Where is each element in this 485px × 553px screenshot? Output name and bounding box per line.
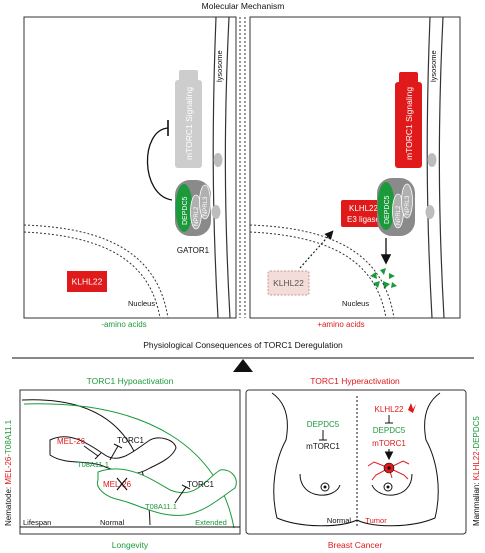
longevity-label: Longevity — [112, 540, 149, 550]
torc1-hyperactivation-title: TORC1 Hyperactivation — [310, 376, 400, 386]
klhl22-box — [267, 270, 310, 296]
depdc5-label: DEPDC5 — [182, 196, 189, 225]
klhl22-label: KLHL22 — [273, 278, 304, 288]
klhl22-label: KLHL22 — [72, 277, 103, 287]
normal-axis-label: Normal — [100, 518, 125, 527]
pointer-triangle — [233, 359, 253, 372]
nucleus-label: Nucleus — [342, 299, 369, 308]
tumor-mtorc1-label: mTORC1 — [372, 439, 406, 448]
mtorc1-signaling-box — [395, 82, 422, 168]
lysosome-label: lysosome — [429, 50, 438, 82]
tumor-klhl22-label: KLHL22 — [375, 405, 404, 414]
nematode-mel26: MEL-26 — [4, 456, 13, 485]
breast-cancer-label: Breast Cancer — [328, 540, 382, 550]
nprl3-label: NPRL3 — [405, 195, 411, 215]
nprl2-label: NPRL2 — [194, 206, 200, 226]
physiological-consequences-title: Physiological Consequences of TORC1 Dere… — [143, 340, 343, 350]
mtorc1-signaling-label: mTORC1 Signaling — [184, 87, 194, 160]
mtorc1-signaling-box — [175, 80, 202, 168]
lifespan-axis-label: Lifespan — [23, 518, 51, 527]
inhibition-arrow — [146, 127, 173, 201]
molecular-mechanism-title: Molecular Mechanism — [202, 1, 285, 11]
torc1-label-a: TORC1 — [117, 436, 145, 445]
nprl3-label: NPRL3 — [203, 196, 209, 216]
normal-label: Normal — [327, 516, 352, 525]
nematode-panel: MEL-26 T08A11.1 TORC1 MEL-26 T08A11.1 TO… — [19, 389, 241, 535]
depdc5-node — [377, 182, 395, 230]
nematode-prefix: Nematode: — [4, 485, 13, 526]
membrane-protein — [427, 153, 437, 167]
klhl22-e3-line2: E3 ligase — [347, 215, 380, 224]
t08a11-label-a: T08A11.1 — [77, 460, 109, 469]
depdc5-node — [175, 184, 193, 232]
minus-amino-acids-label: -amino acids — [101, 320, 146, 329]
lysosome-label: lysosome — [215, 50, 224, 82]
nucleus-label: Nucleus — [128, 299, 155, 308]
klhl22-box — [67, 271, 107, 292]
left-cell-panel: lysosome mTORC1 Signaling DEPDC5 NPRL2 N… — [23, 16, 237, 319]
klhl22-e3-line1: KLHL22 — [349, 204, 378, 213]
nucleus-membrane — [23, 224, 169, 319]
nprl2-label: NPRL2 — [396, 205, 402, 225]
right-cell-panel: lysosome mTORC1 Signaling KLHL22 E3 liga… — [249, 16, 461, 319]
mammalian-side-label: Mammalian: KLHL22-DEPDC5 — [472, 416, 481, 526]
nucleus-membrane — [249, 224, 395, 319]
membrane-protein — [425, 205, 435, 219]
nprl3-node — [199, 184, 211, 220]
torc1-hypoactivation-title: TORC1 Hypoactivation — [87, 376, 174, 386]
mel26-label-a: MEL-26 — [57, 437, 86, 446]
translocation-arrow — [299, 230, 334, 269]
upregulation-arrow — [408, 403, 416, 413]
t08a11-label-b: T08A11.1 — [145, 502, 177, 511]
klhl22-e3-ligase-box — [341, 200, 386, 227]
depdc5-label: DEPDC5 — [384, 195, 391, 224]
plus-amino-acids-label: +amino acids — [317, 320, 364, 329]
nematode-t08: -T08A11.1 — [4, 419, 13, 456]
mel26-label-b: MEL-26 — [103, 480, 132, 489]
normal-mtorc1-label: mTORC1 — [306, 442, 340, 451]
normal-depdc5-label: DEPDC5 — [307, 420, 340, 429]
gator1-label: GATOR1 — [177, 246, 210, 255]
mtorc1-signaling-label: mTORC1 Signaling — [404, 87, 414, 160]
mammalian-klhl22: KLHL22 — [472, 451, 481, 480]
extended-axis-label: Extended — [195, 518, 227, 527]
torc1-label-b: TORC1 — [187, 480, 215, 489]
membrane-protein — [211, 205, 221, 219]
mammalian-prefix: Mammalian: — [472, 480, 481, 526]
mammalian-panel: DEPDC5 mTORC1 KLHL22 DEPDC5 mTORC1 Norma… — [245, 389, 467, 535]
tumor-label: Tumor — [365, 516, 387, 525]
nematode-side-label: Nematode: MEL-26-T08A11.1 — [4, 419, 13, 526]
nprl3-node — [401, 183, 413, 219]
mammalian-depdc5: -DEPDC5 — [472, 416, 481, 452]
tumor-depdc5-label: DEPDC5 — [373, 426, 406, 435]
membrane-protein — [213, 153, 223, 167]
